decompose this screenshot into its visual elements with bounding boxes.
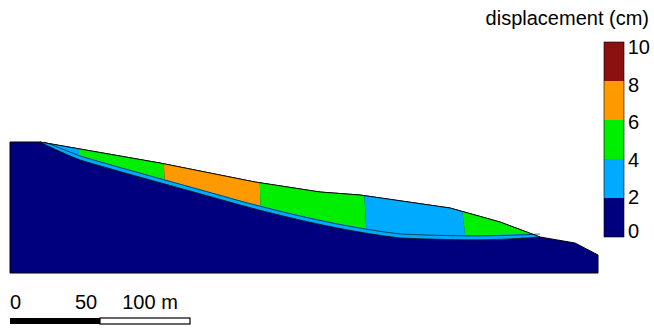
landslide-mass [30, 120, 560, 260]
color-bar [604, 42, 624, 237]
scale-bar-label: 50 [75, 292, 97, 312]
scale-bar-label: 0 [10, 292, 21, 312]
scale-tick: 8 [628, 75, 639, 95]
scale-tick: 10 [628, 37, 650, 57]
slip-band [44, 142, 540, 236]
scale-bar [10, 318, 190, 324]
mass-outline [40, 142, 540, 240]
scale-tick: 0 [628, 221, 639, 241]
scale-tick: 4 [628, 150, 639, 170]
scale-bar-label: 100 m [122, 292, 178, 312]
scale-tick: 2 [628, 187, 639, 207]
scale-tick: 6 [628, 112, 639, 132]
legend-title: displacement (cm) [486, 8, 649, 28]
